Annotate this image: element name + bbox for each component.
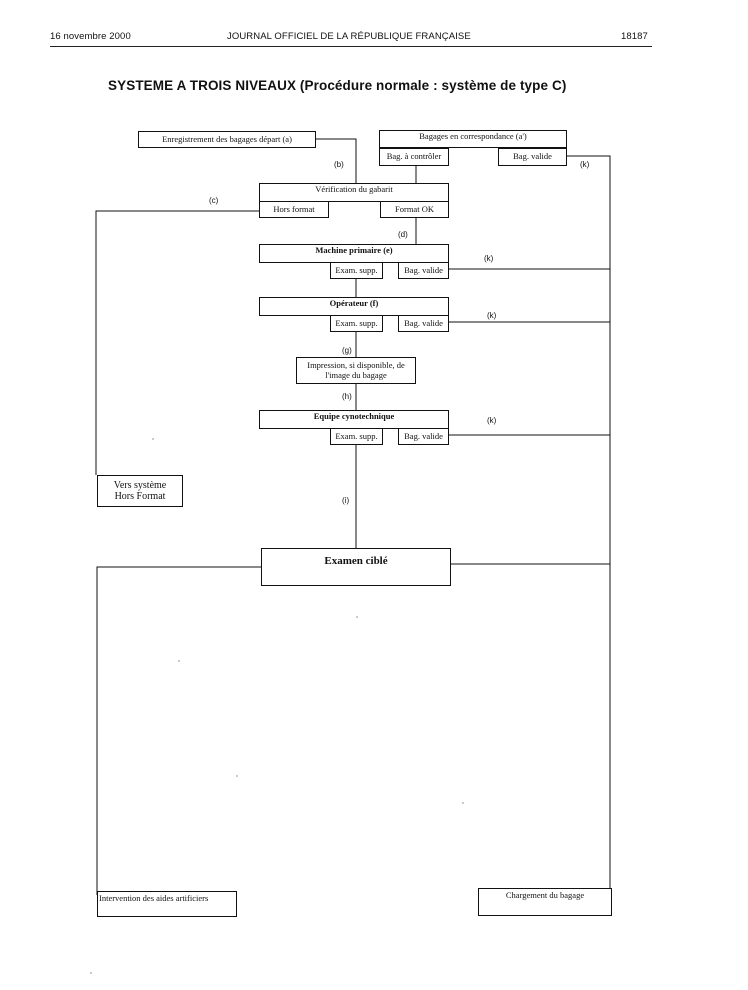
examen-cible-box: Examen ciblé bbox=[261, 548, 451, 586]
vers-systeme-box: Vers système Hors Format bbox=[97, 475, 183, 507]
enregistrement-label: Enregistrement des bagages départ (a) bbox=[162, 133, 292, 144]
bag-valide-label-4: Bag. valide bbox=[404, 430, 443, 441]
chargement-box: Chargement du bagage bbox=[478, 888, 612, 916]
scan-speck bbox=[356, 616, 358, 618]
header-page-number: 18187 bbox=[621, 31, 648, 42]
bag-valide-label-2: Bag. valide bbox=[404, 264, 443, 275]
tag-k-4: (k) bbox=[487, 416, 497, 425]
scan-speck bbox=[462, 802, 464, 804]
tag-k-1: (k) bbox=[580, 160, 590, 169]
exam-supp-label-1: Exam. supp. bbox=[335, 264, 378, 275]
tag-g: (g) bbox=[342, 346, 352, 355]
connector-k-rail bbox=[566, 155, 611, 895]
tag-d: (d) bbox=[398, 230, 408, 239]
connector-c bbox=[95, 210, 259, 475]
operateur-label: Opérateur (f) bbox=[329, 298, 379, 308]
verification-box: Vérification du gabarit bbox=[259, 183, 449, 202]
operateur-box: Opérateur (f) bbox=[259, 297, 449, 316]
correspondance-box: Bagages en correspondance (a') bbox=[379, 130, 567, 148]
tag-k-3: (k) bbox=[487, 311, 497, 320]
equipe-label: Equipe cynotechnique bbox=[313, 411, 395, 421]
vers-systeme-label-line-2: Hors Format bbox=[114, 491, 166, 502]
connector-examen-intervention bbox=[96, 566, 261, 895]
scan-speck bbox=[178, 660, 180, 662]
vers-systeme-label-line-1: Vers système bbox=[113, 479, 167, 491]
tag-h: (h) bbox=[342, 392, 352, 401]
exam-supp-box-3: Exam. supp. bbox=[330, 428, 383, 445]
scan-speck bbox=[152, 438, 154, 440]
connector-b bbox=[316, 138, 357, 183]
chargement-label: Chargement du bagage bbox=[505, 890, 585, 900]
impression-label-line-1: Impression, si disponible, de bbox=[307, 359, 405, 370]
scan-speck bbox=[90, 972, 92, 974]
tag-i: (i) bbox=[342, 496, 350, 505]
exam-supp-label-3: Exam. supp. bbox=[335, 430, 378, 441]
equipe-box: Equipe cynotechnique bbox=[259, 410, 449, 429]
bag-a-controler-label: Bag. à contrôler bbox=[386, 151, 442, 162]
bag-valide-box-3: Bag. valide bbox=[398, 315, 449, 332]
bag-valide-box-2: Bag. valide bbox=[398, 262, 449, 279]
impression-label-line-2: l'image du bagage bbox=[325, 369, 387, 380]
format-ok-label: Format OK bbox=[395, 203, 434, 214]
tag-k-2: (k) bbox=[484, 254, 494, 263]
machine-primaire-box: Machine primaire (e) bbox=[259, 244, 449, 263]
hors-format-label: Hors format bbox=[273, 203, 315, 214]
correspondance-label: Bagages en correspondance (a') bbox=[419, 131, 527, 141]
header-rule bbox=[50, 46, 652, 47]
machine-primaire-label: Machine primaire (e) bbox=[315, 245, 393, 255]
exam-supp-box-1: Exam. supp. bbox=[330, 262, 383, 279]
tag-b: (b) bbox=[334, 160, 344, 169]
verification-label: Vérification du gabarit bbox=[315, 184, 393, 194]
tag-c: (c) bbox=[209, 196, 219, 205]
enregistrement-box: Enregistrement des bagages départ (a) bbox=[138, 131, 316, 148]
hors-format-box: Hors format bbox=[259, 201, 329, 218]
scan-speck bbox=[236, 775, 238, 777]
header-date: 16 novembre 2000 bbox=[50, 31, 131, 42]
bag-valide-label-1: Bag. valide bbox=[513, 151, 552, 162]
format-ok-box: Format OK bbox=[380, 201, 449, 218]
bag-a-controler-box: Bag. à contrôler bbox=[379, 148, 449, 166]
exam-supp-box-2: Exam. supp. bbox=[330, 315, 383, 332]
bag-valide-box-4: Bag. valide bbox=[398, 428, 449, 445]
intervention-box: Intervention des aides artificiers bbox=[97, 891, 237, 917]
header-journal: JOURNAL OFFICIEL DE LA RÉPUBLIQUE FRANÇA… bbox=[227, 31, 471, 42]
bag-valide-box-1: Bag. valide bbox=[498, 148, 567, 166]
exam-supp-label-2: Exam. supp. bbox=[335, 317, 378, 328]
examen-cible-label: Examen ciblé bbox=[324, 555, 388, 567]
impression-box: Impression, si disponible, de l'image du… bbox=[296, 357, 416, 384]
intervention-label: Intervention des aides artificiers bbox=[99, 893, 209, 903]
bag-valide-label-3: Bag. valide bbox=[404, 317, 443, 328]
diagram-title: SYSTEME A TROIS NIVEAUX (Procédure norma… bbox=[108, 78, 567, 93]
